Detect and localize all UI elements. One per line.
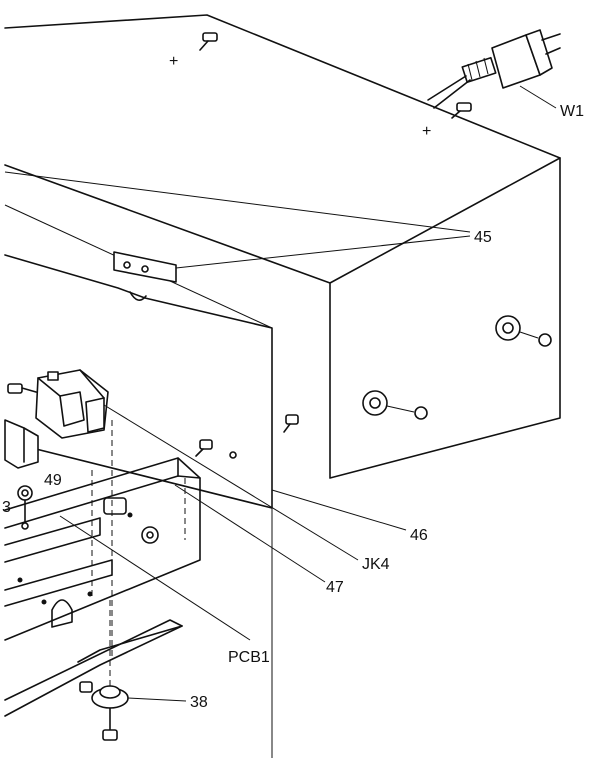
screw-3 — [17, 485, 33, 530]
top-screw-left: + — [169, 32, 218, 70]
cabinet-side-screw-lower — [362, 390, 428, 420]
svg-text:+: + — [169, 53, 178, 70]
pcb-board — [4, 420, 183, 717]
label-jk4: JK4 — [362, 556, 390, 573]
part-49-block — [4, 419, 39, 469]
chassis — [4, 457, 201, 641]
power-cord-plug — [427, 29, 561, 109]
label-45: 45 — [474, 229, 492, 246]
label-49: 49 — [44, 472, 62, 489]
foot-38 — [79, 600, 129, 741]
label-3: 3 — [2, 499, 11, 516]
top-screw-right: + — [422, 102, 472, 140]
rear-panel — [4, 204, 273, 509]
panel-screw-right — [283, 414, 299, 433]
svg-text:+: + — [422, 123, 431, 140]
panel-screw-middle — [195, 439, 213, 457]
label-46: 46 — [410, 527, 428, 544]
cabinet-side-screw-upper — [495, 315, 552, 347]
label-38: 38 — [190, 694, 208, 711]
cabinet-cover — [4, 14, 561, 479]
label-pcb1: PCB1 — [228, 649, 270, 666]
jack-jk4 — [35, 369, 109, 439]
label-47: 47 — [326, 579, 344, 596]
panel-screw-left — [7, 383, 37, 394]
label-w1: W1 — [560, 103, 584, 120]
